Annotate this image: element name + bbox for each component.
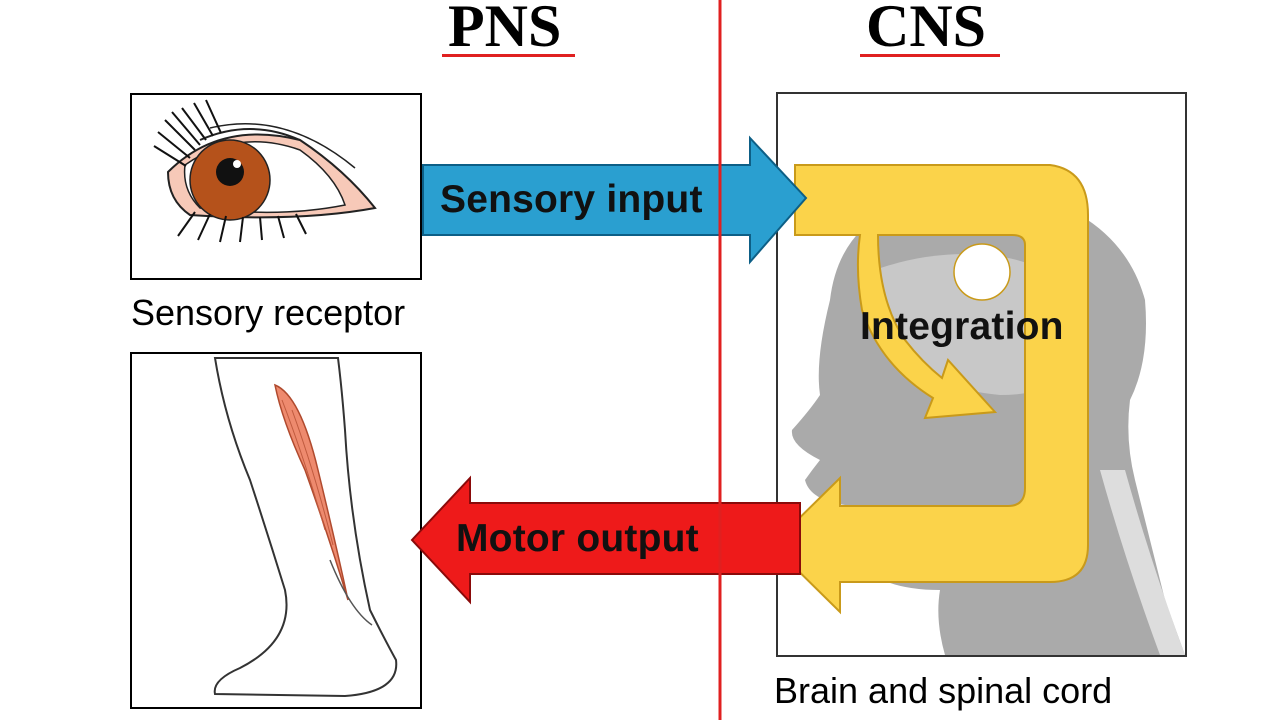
sensory-input-label: Sensory input	[440, 178, 703, 221]
motor-output-label: Motor output	[456, 517, 699, 560]
pns-underline	[442, 54, 576, 57]
sensory-receptor-label: Sensory receptor	[131, 292, 406, 333]
leg-muscle-icon	[213, 357, 398, 698]
motor-output-arrow	[410, 475, 801, 605]
cns-underline	[860, 54, 1001, 57]
integration-label: Integration	[860, 305, 1064, 348]
cns-heading-text: CNS	[866, 0, 987, 59]
sensory-input-arrow	[422, 135, 808, 265]
brain-spinal-cord-label: Brain and spinal cord	[774, 670, 1113, 711]
pns-heading: PNS	[442, 0, 576, 59]
eye-icon	[153, 99, 377, 243]
cns-heading: CNS	[860, 0, 1001, 59]
integration-arrow	[770, 164, 1089, 615]
pns-heading-text: PNS	[448, 0, 562, 59]
